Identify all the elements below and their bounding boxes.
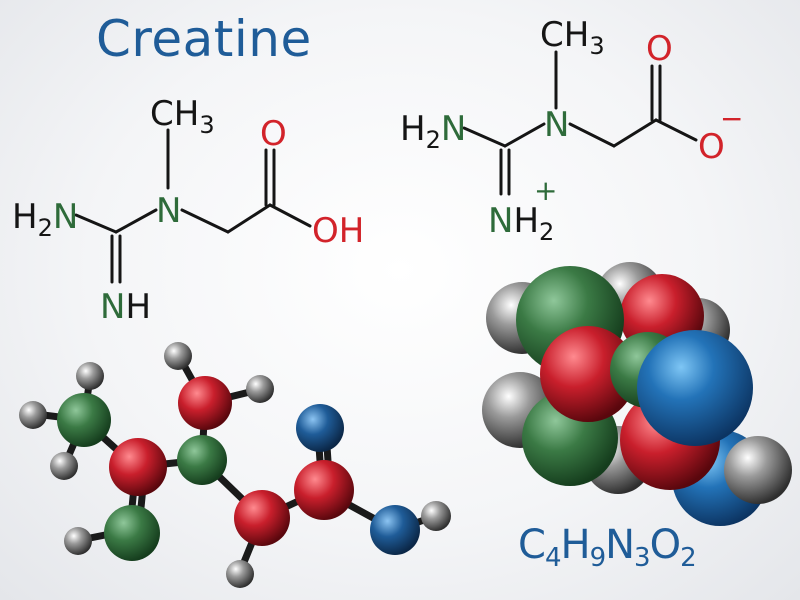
bond-nh2-c: [74, 213, 118, 234]
zw-minus-charge: −: [720, 102, 743, 135]
neutral-hydroxyl-label: OH: [312, 211, 364, 251]
molecular-formula: C4H9N3O2: [518, 522, 697, 573]
nitrogen-atom: [637, 330, 753, 446]
zw-central-n: N: [544, 105, 569, 145]
hydrogen-atom: [164, 342, 192, 370]
bond-c-oh: [268, 203, 312, 228]
hydrogen-atom: [226, 560, 254, 588]
formula-oxygen: O: [649, 522, 682, 568]
zwitterion-structure: [462, 50, 698, 196]
nitrogen-atom: [370, 505, 420, 555]
neutral-carbonyl-o: O: [260, 114, 287, 154]
bond-n-ch2: [180, 208, 230, 234]
hydrogen-atom: [19, 401, 47, 429]
neutral-labels: CH3 H2N N NH O OH: [12, 94, 364, 327]
space-filling-model: [482, 262, 792, 526]
zw-bond-nh2-c: [462, 126, 507, 148]
oxygen-atom: [540, 326, 636, 422]
zw-carboxylate-o: O: [698, 127, 725, 167]
neutral-central-n: N: [156, 191, 181, 231]
nitrogen-atom: [296, 404, 344, 452]
bond-ch2-c: [226, 203, 272, 234]
neutral-structure: [74, 128, 312, 284]
formula-carbon-count: 4: [544, 543, 562, 573]
hydrogen-atom: [724, 436, 792, 504]
zw-bond-ch2-c: [612, 118, 658, 148]
zwitterion-labels: CH3 H2N N NH2 + O O −: [400, 15, 743, 246]
zw-bond-c-n: [503, 122, 546, 148]
oxygen-atom: [109, 438, 167, 496]
hydrogen-atom: [246, 375, 274, 403]
zw-methyl-label: CH3: [540, 15, 605, 60]
formula-hydrogen-count: 9: [589, 543, 607, 573]
atoms: [19, 342, 451, 588]
bond-c-n: [114, 208, 158, 234]
formula-oxygen-count: 2: [680, 543, 697, 573]
zw-bond-c-ominus: [654, 118, 698, 142]
oxygen-atom: [234, 490, 290, 546]
hydrogen-atom: [76, 362, 104, 390]
hydrogen-atom: [64, 527, 92, 555]
carbon-atom: [177, 435, 227, 485]
carbon-atom: [104, 505, 160, 561]
zw-plus-charge: +: [534, 174, 557, 207]
oxygen-atom: [294, 460, 354, 520]
page-title: Creatine: [96, 10, 312, 68]
neutral-methyl-label: CH3: [150, 94, 215, 139]
zw-bond-n-ch2: [568, 122, 616, 148]
neutral-amine-label: H2N: [12, 197, 78, 242]
zw-iminium-label: NH2: [488, 201, 554, 246]
hydrogen-atom: [50, 452, 78, 480]
formula-carbon: C: [518, 522, 546, 568]
neutral-imine-label: NH: [100, 287, 151, 327]
ball-and-stick-model: [19, 342, 451, 588]
oxygen-atom: [178, 376, 232, 430]
hydrogen-atom: [421, 501, 451, 531]
zw-amine-label: H2N: [400, 109, 466, 154]
formula-nitrogen-count: 3: [634, 543, 651, 573]
carbon-atom: [57, 393, 111, 447]
formula-hydrogen: H: [560, 522, 590, 568]
formula-nitrogen: N: [605, 522, 635, 568]
zw-carbonyl-o: O: [646, 29, 673, 69]
